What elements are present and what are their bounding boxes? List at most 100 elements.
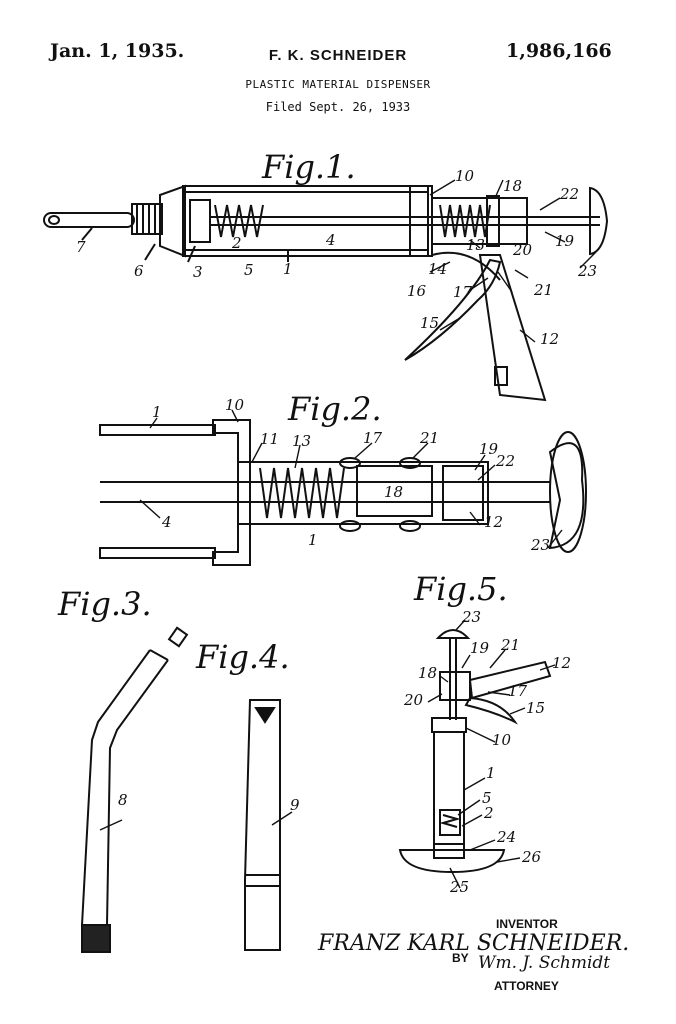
fig2-cap (212, 419, 251, 566)
fig5-label: Fig.5. (413, 570, 508, 608)
fig2-ref-1: 1 (152, 403, 162, 421)
fig1-ref-4: 4 (325, 231, 336, 249)
figure-5: Fig.5. 23 19 21 18 (398, 570, 571, 896)
fig5-knob (435, 629, 471, 639)
fig5-ref-2: 2 (483, 804, 494, 822)
fig1-piston (189, 199, 211, 243)
inventor-header-name: F. K. SCHNEIDER (268, 47, 408, 64)
fig1-nozzle-opening (48, 215, 60, 225)
attorney-label: ATTORNEY (494, 979, 559, 993)
fig2-frame (237, 461, 489, 525)
figure-4: Fig.4. 9 (195, 638, 300, 951)
fig2-ref-17: 17 (363, 429, 383, 447)
fig1-ref-23: 23 (577, 262, 597, 280)
fig3-label: Fig.3. (57, 585, 152, 623)
fig2-ref-21: 21 (419, 429, 439, 447)
fig4-tube (244, 699, 281, 951)
fig1-ref-16: 16 (407, 282, 427, 300)
fig5-ref-26: 26 (521, 848, 542, 866)
fig5-ref-17: 17 (508, 682, 528, 700)
fig5-ref-5: 5 (482, 789, 492, 807)
fig2-ref-11: 11 (260, 430, 279, 448)
fig4-ref-9: 9 (290, 796, 300, 814)
patent-date: Jan. 1, 1935. (50, 40, 185, 62)
fig1-ref-19: 19 (555, 232, 575, 250)
fig5-ref-12: 12 (552, 654, 571, 672)
patent-title: PLASTIC MATERIAL DISPENSER (245, 78, 431, 91)
fig5-base-dish (398, 849, 506, 874)
fig3-tube-left (81, 649, 151, 926)
fig5-handle (468, 660, 552, 700)
fig2-spring (259, 467, 345, 519)
fig1-label: Fig.1. (261, 148, 356, 186)
fig1-handle-slot (494, 366, 508, 386)
figure-2: Fig.2. 1 10 11 (99, 390, 587, 566)
fig1-ref-1: 1 (283, 260, 293, 278)
fig2-clutch-block (356, 465, 433, 517)
fig2-ref-10: 10 (225, 396, 245, 414)
fig3-rubber-sleeve (81, 924, 111, 953)
fig3-tip (167, 626, 189, 648)
fig1-clutch-plate (486, 195, 500, 247)
fig5-cap (431, 717, 467, 733)
fig1-ref-7: 7 (76, 238, 86, 256)
fig1-ref-12: 12 (540, 330, 559, 348)
fig2-ref-4: 4 (161, 513, 172, 531)
fig1-handle (478, 254, 547, 402)
figure-3: Fig.3. 8 (57, 585, 189, 953)
fig2-rear-plate (442, 465, 484, 521)
fig1-ref-14: 14 (428, 260, 447, 278)
attorney-signature: Wm. J. Schmidt (478, 953, 610, 973)
fig4-label: Fig.4. (195, 638, 290, 676)
fig1-front-cap (159, 184, 186, 258)
by-label: BY (452, 951, 469, 965)
fig2-ref-13: 13 (292, 432, 311, 450)
signature-block: INVENTOR FRANZ KARL SCHNEIDER. BY Wm. J.… (317, 917, 629, 993)
fig5-ref-15: 15 (526, 699, 545, 717)
fig5-ref-21: 21 (500, 636, 520, 654)
fig2-ref-23: 23 (530, 536, 550, 554)
inventor-signature: FRANZ KARL SCHNEIDER. (317, 931, 629, 956)
fig2-ref-19: 19 (479, 440, 499, 458)
fig5-ref-24: 24 (496, 828, 516, 846)
fig1-frame (431, 197, 528, 245)
fig2-ref-12: 12 (484, 513, 503, 531)
fig1-neck (131, 203, 163, 235)
fig2-ref-22: 22 (495, 452, 515, 470)
fig5-ref-18: 18 (418, 664, 437, 682)
fig3-ref-8: 8 (118, 791, 128, 809)
fig2-barrel-top (99, 424, 216, 436)
fig2-ring-21 (399, 457, 421, 469)
fig1-arc (431, 251, 501, 281)
fig1-trigger (404, 258, 502, 361)
fig5-ref-25: 25 (449, 878, 469, 896)
fig1-ref-22: 22 (559, 185, 579, 203)
fig1-ref-5: 5 (244, 261, 254, 279)
fig5-ref-1: 1 (486, 764, 496, 782)
fig1-ref-18: 18 (503, 177, 522, 195)
fig1-ref-10: 10 (455, 167, 475, 185)
fig2-barrel-bottom (99, 547, 216, 559)
fig1-frame-spring (439, 204, 491, 238)
fig1-ref-2: 2 (231, 234, 242, 252)
figure-1: Fig.1. (43, 148, 609, 402)
fig1-ref-3: 3 (193, 263, 203, 281)
fig1-ref-17: 17 (453, 283, 473, 301)
fig1-knob (589, 186, 609, 256)
fig3-tube-right (106, 659, 169, 926)
fig5-trigger (464, 696, 518, 725)
fig5-ref-10: 10 (492, 731, 512, 749)
patent-number: 1,986,166 (506, 40, 612, 62)
fig1-barrel (182, 185, 429, 257)
fig2-knob (548, 442, 585, 550)
filed-date: Filed Sept. 26, 1933 (265, 100, 411, 114)
fig5-piston (439, 809, 461, 836)
fig1-ref-15: 15 (420, 314, 439, 332)
fig5-base-collar (433, 843, 465, 859)
fig2-ref-1b: 1 (308, 531, 318, 549)
fig1-ref-20: 20 (512, 241, 533, 259)
fig2-knob-face (549, 431, 587, 553)
fig5-ref-20: 20 (403, 691, 424, 709)
fig1-ref-21: 21 (533, 281, 553, 299)
